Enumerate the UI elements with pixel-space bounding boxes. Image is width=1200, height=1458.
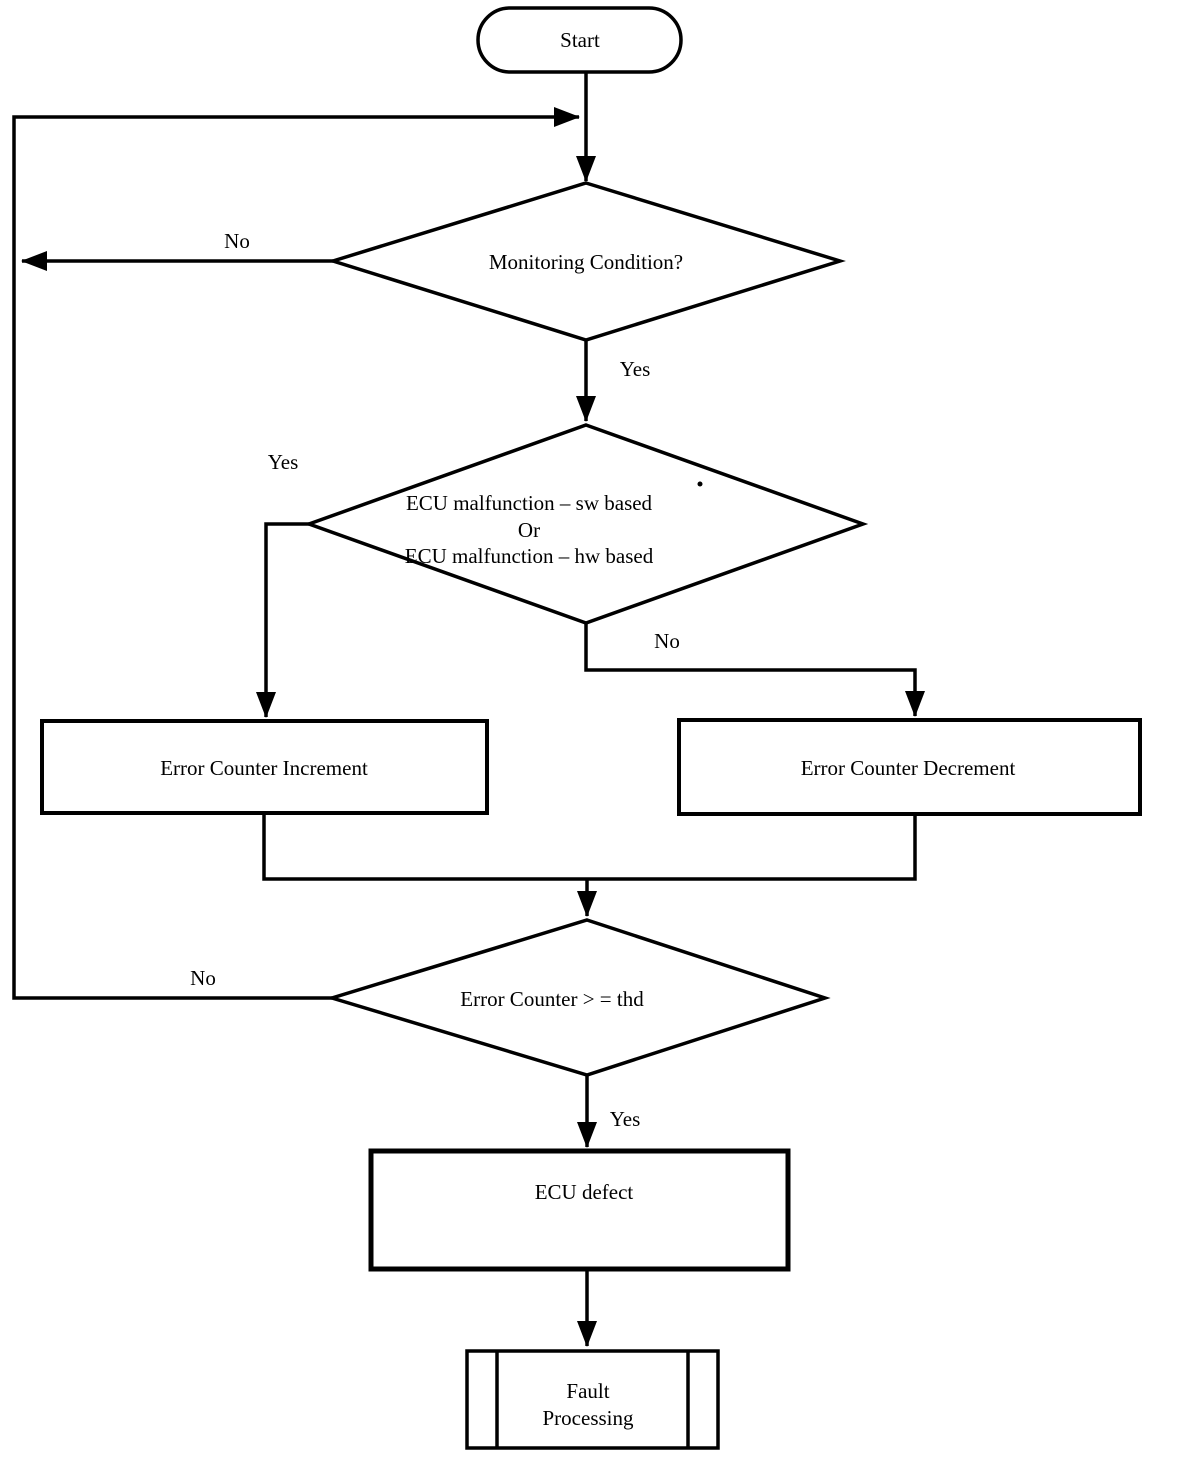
edge-label-threshold-no: No — [190, 966, 216, 990]
edge-labels: No Yes Yes No No Yes — [190, 229, 680, 1131]
edge-malfunction-yes — [256, 522, 309, 718]
node-monitoring-condition-label: Monitoring Condition? — [489, 250, 683, 274]
node-error-counter-decrement — [677, 718, 1142, 816]
edge-label-malfunction-yes: Yes — [268, 450, 299, 474]
edge-merge-bar — [262, 813, 917, 881]
node-ecu-malfunction-line2: Or — [518, 518, 540, 542]
node-ecu-malfunction-line1: ECU malfunction – sw based — [406, 491, 653, 515]
edge-label-monitoring-no: No — [224, 229, 250, 253]
node-monitoring-condition — [327, 181, 846, 342]
node-start-label: Start — [560, 28, 600, 52]
node-error-counter-increment — [40, 719, 489, 815]
nodes: Start Monitoring Condition? ECU malfunct… — [40, 6, 1142, 1450]
node-fault-processing — [465, 1349, 720, 1450]
edge-label-monitoring-yes: Yes — [620, 357, 651, 381]
edge-label-malfunction-no: No — [654, 629, 680, 653]
node-error-counter-decrement-label: Error Counter Decrement — [801, 756, 1016, 780]
node-start — [476, 6, 683, 74]
node-ecu-defect-label: ECU defect — [535, 1180, 634, 1204]
node-error-counter-threshold-label: Error Counter > = thd — [460, 987, 644, 1011]
stray-dot-artifact — [697, 481, 703, 487]
edges — [12, 72, 925, 1347]
node-ecu-defect — [368, 1148, 791, 1272]
node-ecu-malfunction — [303, 423, 869, 625]
node-fault-processing-line2: Processing — [543, 1406, 634, 1430]
edge-label-threshold-yes: Yes — [610, 1107, 641, 1131]
edge-threshold-no-loop — [12, 107, 580, 1000]
node-error-counter-threshold — [325, 918, 831, 1077]
node-error-counter-increment-label: Error Counter Increment — [160, 756, 368, 780]
edge-malfunction-no — [584, 623, 925, 717]
node-fault-processing-line1: Fault — [566, 1379, 609, 1403]
node-ecu-malfunction-line3: ECU malfunction – hw based — [405, 544, 654, 568]
